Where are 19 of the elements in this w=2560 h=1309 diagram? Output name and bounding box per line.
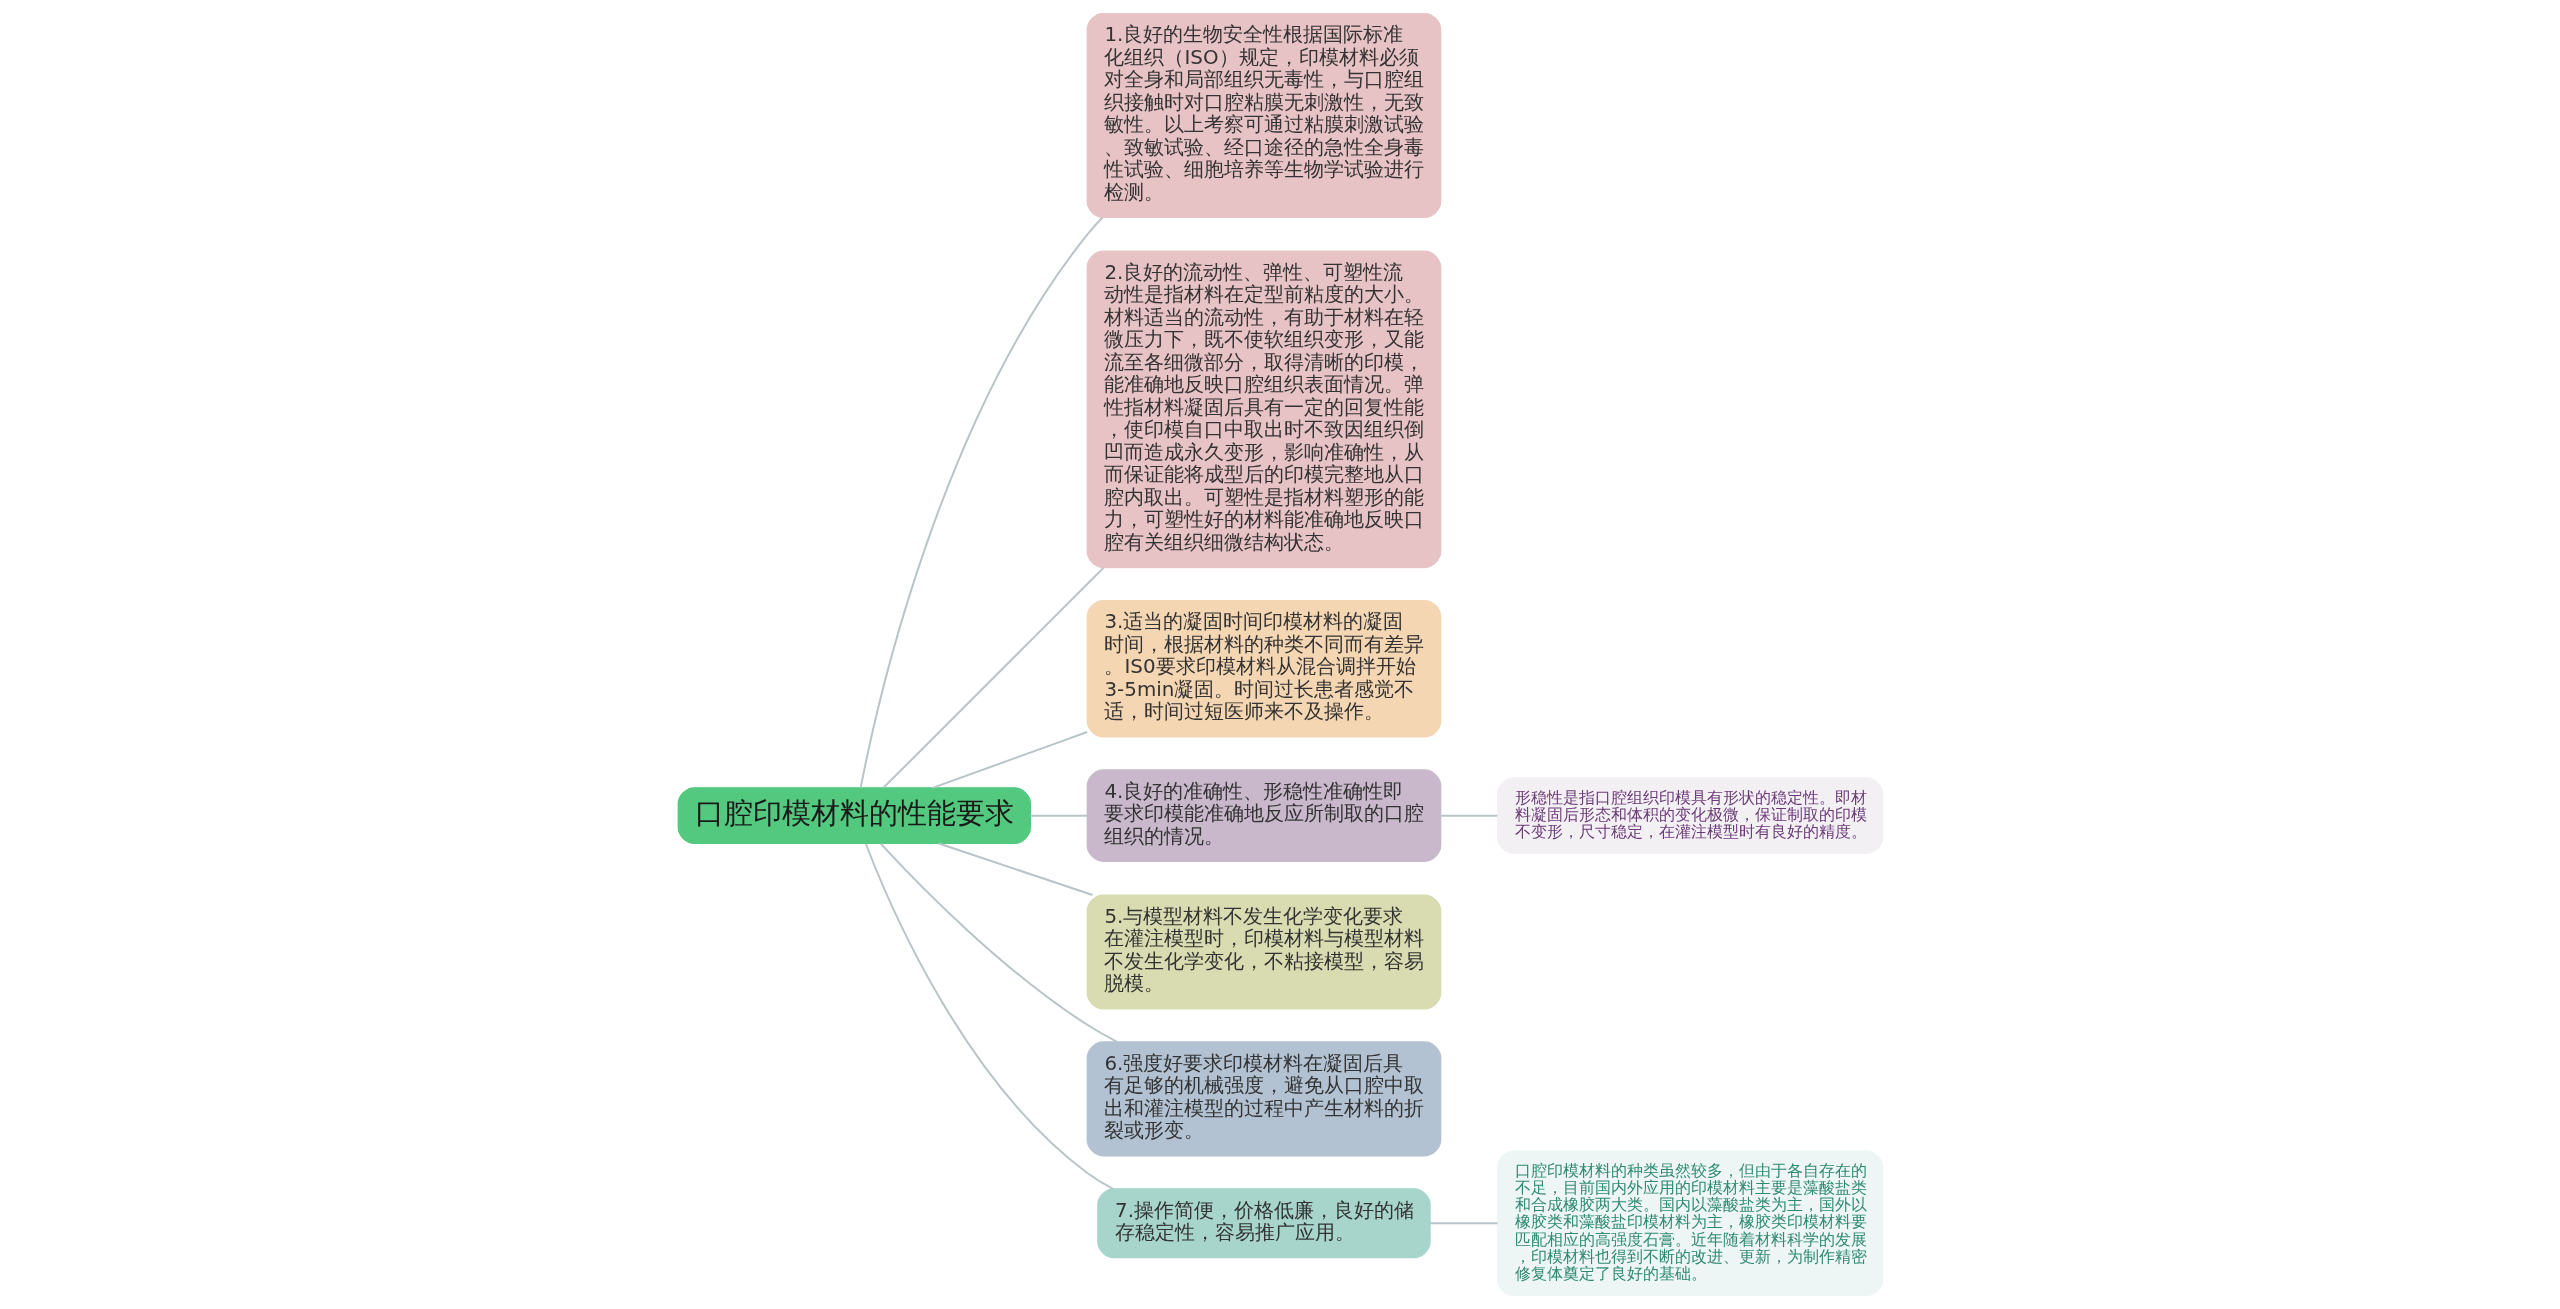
node-box: 4.良好的准确性、形稳性准确性即要求印模能准确地反应所制取的口腔组织的情况。 (1086, 769, 1441, 862)
node-box: 2.良好的流动性、弹性、可塑性流动性是指材料在定型前粘度的大小。材料适当的流动性，有助于材料在轻微压力下，既不使软组织变形，又能流至各细微部分，取得清晰的印模，能准确地反映口腔组织表面情况。弹性指材料凝固后具有一定的回复性能，使印模自口中取出时不致因组织倒凹而造成永久变形，影响准确性，从而保证能将成型后的印模完整地从口腔内取出。可塑性是指材料塑形的能力，可塑性好的材料能准确地反映口腔有关组织细微结构状态。 (1086, 250, 1441, 569)
node-box: 3.适当的凝固时间印模材料的凝固时间，根据材料的种类不同而有差异。IS0要求印模材料从混合调拌开始3-5min凝固。时间过长患者感觉不适，时间过短医师来不及操作。 (1086, 599, 1441, 738)
connector (1029, 814, 1088, 817)
node-box: 口腔印模材料的种类虽然较多，但由于各自存在的不足，目前国内外应用的印模材料主要是藻酸盐类和合成橡胶两大类。国内以藻酸盐类为主，国外以橡胶类和藻酸盐印模材料为主，橡胶类印模材料要匹配相应的高强度石膏。近年随着材料科学的发展，印模材料也得到不断的改进、更新，为制作精密修复体奠定了良好的基础。 (1496, 1150, 1883, 1297)
connector (937, 842, 1093, 896)
connector (1439, 814, 1498, 817)
node-box: 5.与模型材料不发生化学变化要求在灌注模型时，印模材料与模型材料不发生化学变化，不粘接模型，容易脱模。 (1086, 894, 1441, 1010)
connector (931, 731, 1088, 789)
node-box: 1.良好的生物安全性根据国际标准化组织（ISO）规定，印模材料必须对全身和局部组织无毒性，与口腔组织接触时对口腔粘膜无刺激性，无致敏性。以上考察可通过粘膜刺激试验、致敏试验、经口途径的急性全身毒性试验、细胞培养等生物学试验进行检测。 (1086, 12, 1441, 219)
connector (1428, 1222, 1499, 1225)
node-box: 口腔印模材料的性能要求 (677, 787, 1031, 845)
connector (879, 842, 1118, 1043)
connector (864, 842, 1114, 1190)
node-box: 6.强度好要求印模材料在凝固后具有足够的机械强度，避免从口腔中取出和灌注模型的过程中产生材料的折裂或形变。 (1086, 1041, 1441, 1157)
connector (881, 566, 1104, 789)
connector (859, 216, 1103, 789)
node-box: 7.操作简便，价格低廉，良好的储存稳定性，容易推广应用。 (1096, 1188, 1431, 1259)
node-box: 形稳性是指口腔组织印模具有形状的稳定性。即材料凝固后形态和体积的变化极微，保证制取的印模不变形，尺寸稳定，在灌注模型时有良好的精度。 (1496, 777, 1883, 854)
